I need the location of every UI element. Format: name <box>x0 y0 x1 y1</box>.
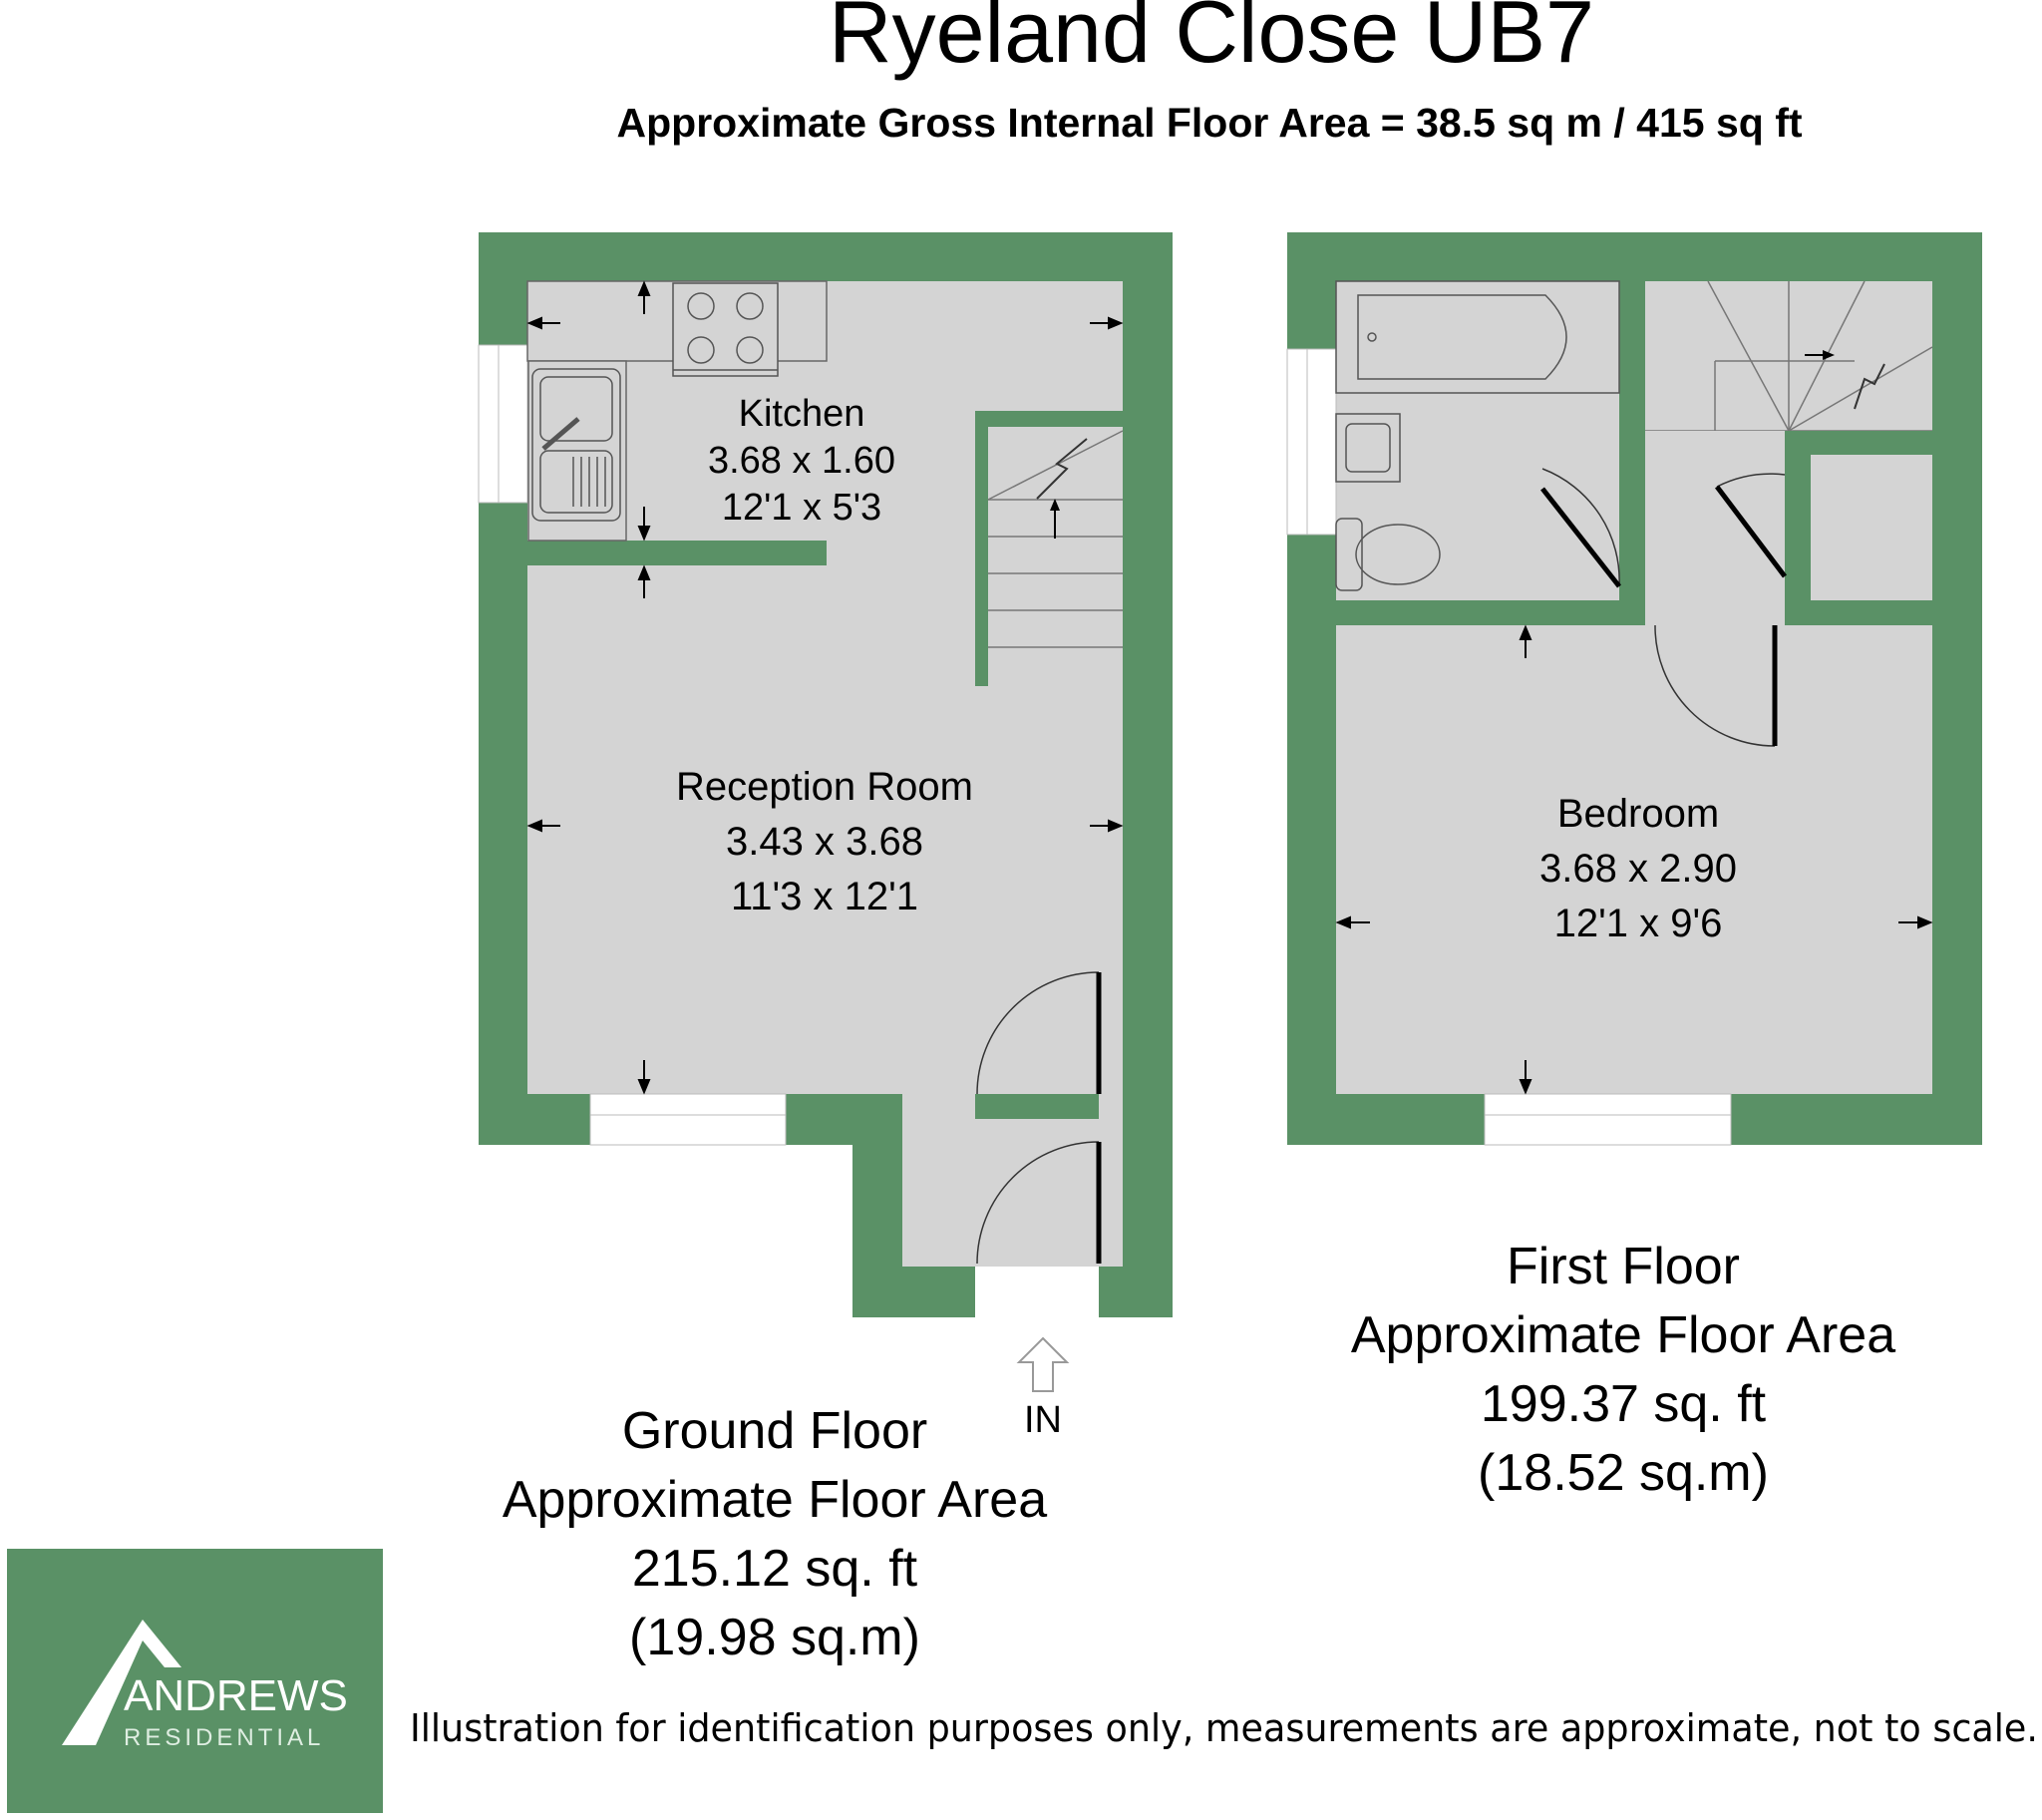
ground-floor-sqft: 215.12 sq. ft <box>632 1540 918 1598</box>
disclaimer-text: Illustration for identification purposes… <box>410 1706 2038 1750</box>
ground-floor-name: Ground Floor <box>622 1402 927 1460</box>
bedroom-metric: 3.68 x 2.90 <box>1539 847 1737 891</box>
logo-background <box>7 1549 383 1813</box>
first-dimension-markers <box>1335 624 1933 1095</box>
landing-floor <box>1645 431 1785 600</box>
staircase <box>988 427 1123 686</box>
reception-imperial: 11'3 x 12'1 <box>731 875 918 918</box>
hall-wall <box>975 1094 1099 1119</box>
bathtub <box>1335 280 1620 394</box>
ground-dimension-markers <box>526 280 1124 1095</box>
bedroom-imperial: 12'1 x 9'6 <box>1554 902 1723 945</box>
bedroom-name: Bedroom <box>1557 792 1719 836</box>
ground-floor-area-caption: Ground Floor Approximate Floor Area 215.… <box>503 1402 1047 1666</box>
front-door-opening <box>975 1267 1099 1317</box>
ground-floor-caption: Approximate Floor Area <box>503 1471 1047 1529</box>
kitchen-imperial: 12'1 x 5'3 <box>722 487 881 529</box>
porch-floor <box>902 1094 1123 1267</box>
hob-rings <box>673 292 778 371</box>
sink-tap <box>541 417 580 451</box>
cupboard-door <box>1715 485 1787 578</box>
page-subtitle: Approximate Gross Internal Floor Area = … <box>617 100 1803 146</box>
kitchen-metric: 3.68 x 1.60 <box>708 440 895 482</box>
reception-name: Reception Room <box>676 765 973 809</box>
first-floor-caption: Approximate Floor Area <box>1351 1306 1895 1364</box>
logo-roof-icon <box>62 1620 181 1745</box>
logo-brand: ANDREWS <box>124 1671 348 1720</box>
bathroom-door <box>1540 487 1621 588</box>
reception-metric: 3.43 x 3.68 <box>726 820 923 864</box>
first-floor-name: First Floor <box>1507 1238 1740 1295</box>
kitchen-window <box>478 344 528 504</box>
sink <box>531 368 621 522</box>
front-door-swing <box>976 1141 1100 1265</box>
sink-drainer <box>572 457 606 507</box>
logo-tagline: RESIDENTIAL <box>124 1724 324 1751</box>
bathroom-window <box>1286 348 1337 536</box>
stair-break-line <box>1036 438 1088 500</box>
first-floor-area-caption: First Floor Approximate Floor Area 199.3… <box>1351 1238 1895 1502</box>
kitchen-name: Kitchen <box>739 393 865 435</box>
reception-window <box>589 1093 787 1146</box>
bedroom-floor <box>1336 625 1932 1094</box>
cupboard-floor <box>1811 455 1932 600</box>
first-floor-sqm: (18.52 sq.m) <box>1478 1444 1769 1502</box>
ground-floor-sqm: (19.98 sq.m) <box>629 1609 920 1666</box>
hob <box>672 282 779 377</box>
andrews-logo: ANDREWS RESIDENTIAL <box>7 1549 383 1813</box>
internal-door-swing <box>976 971 1100 1095</box>
entrance-label: IN <box>1024 1399 1062 1441</box>
toilet <box>1335 518 1363 591</box>
bedroom-window <box>1484 1093 1732 1146</box>
entrance-arrow-icon <box>1016 1336 1070 1392</box>
kitchen-partition-wall <box>527 541 827 565</box>
first-floor-sqft: 199.37 sq. ft <box>1481 1375 1767 1433</box>
ground-floor-plan: IN Kitchen 3.68 x 1.60 12'1 x 5'3 Recept… <box>478 232 1173 1441</box>
first-floor-plan: Bedroom 3.68 x 2.90 12'1 x 9'6 <box>1286 232 1982 1146</box>
page-title: Ryeland Close UB7 <box>829 0 1594 81</box>
